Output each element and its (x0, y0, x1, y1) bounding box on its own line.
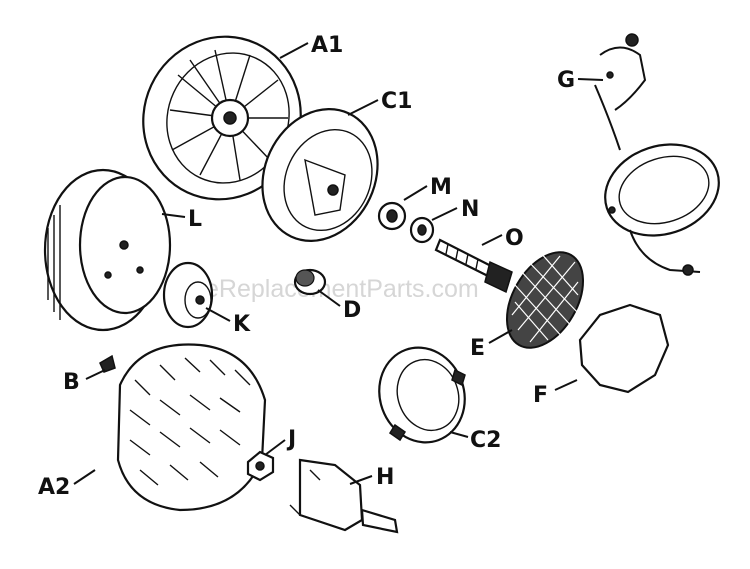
label-b: B (63, 370, 80, 395)
part-b-key (99, 354, 116, 373)
part-labels: A1 C1 G M N O L K D E F B C2 J H A2 (38, 33, 575, 500)
label-j: J (286, 427, 296, 452)
part-m-bushing (377, 201, 407, 231)
part-n-washer (409, 216, 435, 244)
label-o: O (505, 226, 524, 251)
watermark-text: eReplacementParts.com (205, 275, 479, 303)
label-n: N (461, 197, 479, 222)
part-a2-engine-block (116, 343, 267, 512)
part-a1-flywheel-fan (142, 35, 302, 201)
part-o-bolt (434, 238, 513, 294)
part-c2-starter-pulley (378, 346, 466, 444)
label-c1: C1 (381, 89, 412, 114)
part-l-rotating-screen (43, 168, 172, 332)
label-f: F (533, 383, 548, 408)
label-c2: C2 (470, 428, 501, 453)
label-e: E (470, 336, 485, 361)
label-m: M (430, 175, 452, 200)
leader-lines (73, 42, 604, 485)
part-c1-starter-cup (261, 108, 379, 242)
part-e-screen-mesh (506, 251, 584, 349)
part-d-spacer (293, 268, 327, 296)
part-h-shaft (289, 458, 399, 534)
label-a1: A1 (311, 33, 343, 58)
label-d: D (343, 298, 361, 323)
label-k: K (233, 312, 251, 337)
part-f-gasket (578, 303, 670, 394)
label-a2: A2 (38, 475, 70, 500)
label-g: G (557, 68, 575, 93)
part-j-nut (246, 450, 275, 482)
part-k-hub (162, 261, 214, 329)
part-g-bracket (594, 33, 720, 276)
label-h: H (376, 465, 394, 490)
label-l: L (188, 207, 202, 232)
